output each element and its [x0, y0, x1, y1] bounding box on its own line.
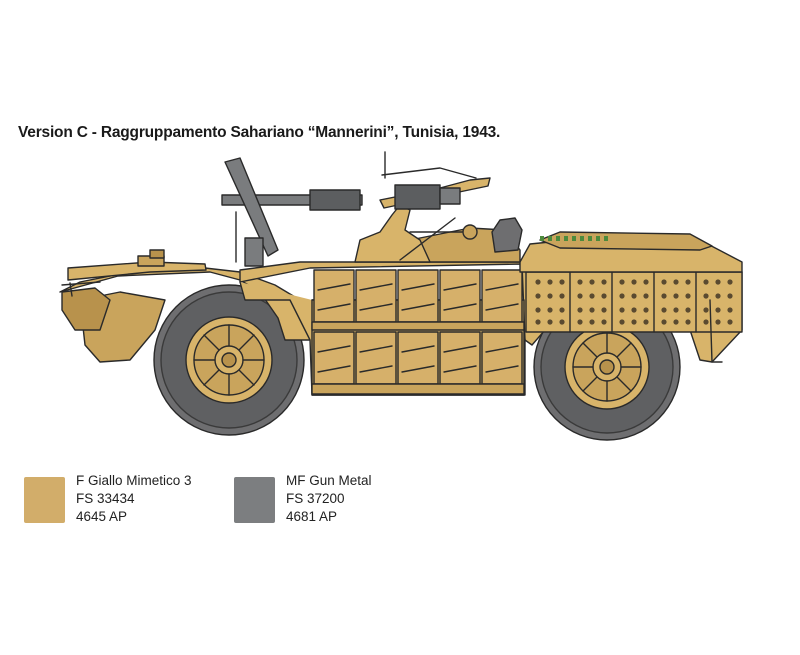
jerrycans-lower [313, 331, 523, 385]
swatch-fs-code: FS 37200 [286, 491, 345, 506]
machine-gun [221, 157, 461, 267]
swatch-ap-code: 4645 AP [76, 509, 128, 524]
jerrycans-upper [313, 269, 523, 323]
version-title: Version C - Raggruppamento Sahariano “Ma… [18, 124, 501, 141]
swatch-name: F Giallo Mimetico 3 [76, 473, 192, 488]
rack-holes [535, 279, 733, 325]
swatch-fs-code: FS 33434 [76, 491, 135, 506]
front-wheel [153, 284, 305, 436]
swatch-name: MF Gun Metal [286, 473, 372, 488]
swatch-color-box [24, 477, 65, 523]
green-stowage [540, 236, 608, 241]
swatch-color-box [234, 477, 275, 523]
swatch-ap-code: 4681 AP [286, 509, 338, 524]
